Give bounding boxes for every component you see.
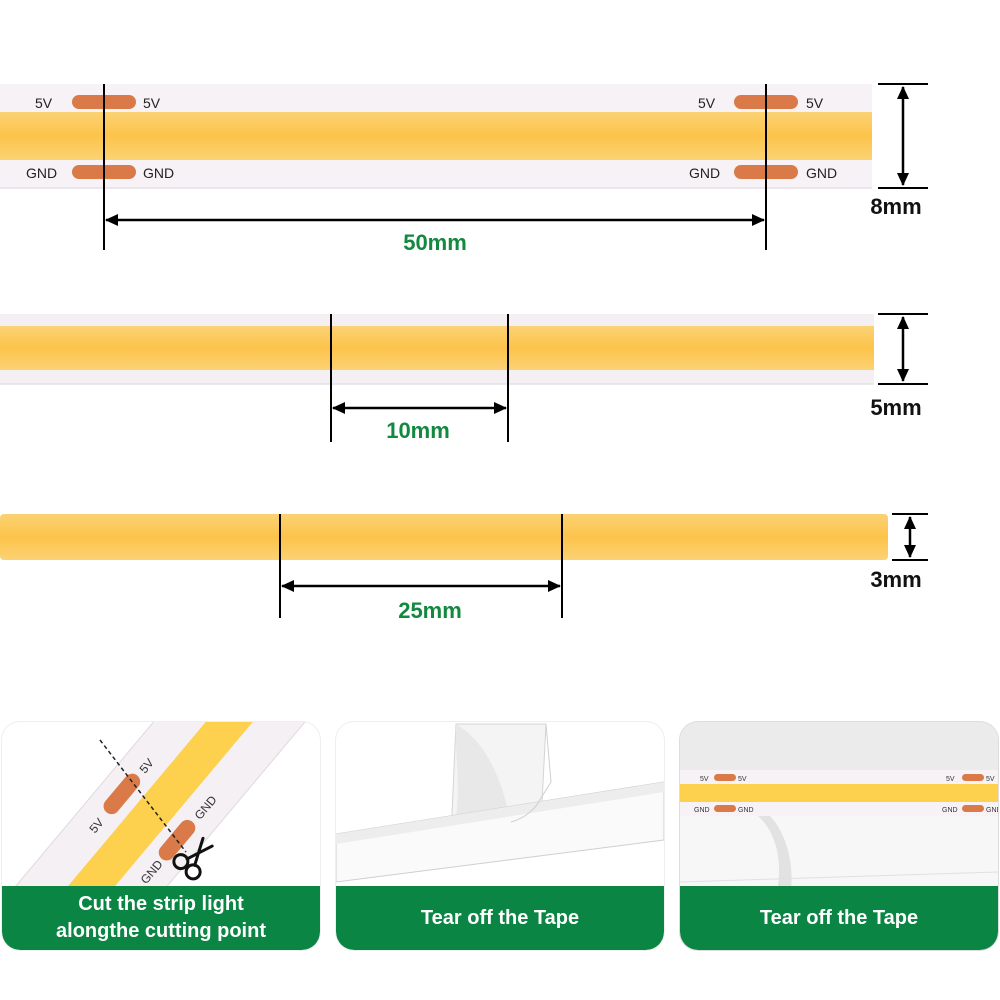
tape-illustration [336,723,664,883]
width-label: 5mm [870,395,921,420]
length-label: 25mm [398,598,462,623]
label-gnd: GND [689,165,720,181]
step-tear-tape-panel: Tear off the Tape [336,722,664,950]
step-caption: Tear off the Tape [680,886,998,950]
inset-label-gnd: GND [942,807,958,814]
caption-line: Tear off the Tape [759,906,919,929]
inset-label-5v: 5V [700,776,709,783]
strip-3mm: 25mm 3mm [0,513,928,623]
inset-label-5v: 5V [738,776,747,783]
cutting-point-line [99,739,187,853]
width-label: 8mm [870,194,921,219]
inset-label-5v: 5V [986,776,995,783]
length-label: 10mm [386,418,450,443]
caption-line: alongthe cutting point [56,920,266,942]
label-5v: 5V [35,95,53,111]
inset-label-gnd: GND [986,807,998,814]
step-cut-panel: 5V 5V GND GND Cut the strip light alongt… [2,722,320,950]
label-5v: 5V [143,95,161,111]
strip-5mm: 10mm 5mm [0,313,928,443]
strip-3mm-led-band [0,514,888,560]
step-tear-tape-strip-panel: 5V 5V 5V 5V GND GND GND GND Tear off the… [680,722,998,950]
label-gnd: GND [26,165,57,181]
label-5v: 5V [698,95,716,111]
label-gnd: GND [143,165,174,181]
inset-label-gnd: GND [738,807,754,814]
caption-line: Tear off the Tape [420,906,580,929]
strip-8mm-led-band [0,112,872,160]
dimension-diagram: 5V 5V 5V 5V GND GND GND GND 50mm 8mm 10m… [0,83,928,623]
caption-line: Cut the strip light [78,893,244,915]
strip-8mm: 5V 5V 5V 5V GND GND GND GND 50mm 8mm [0,83,928,255]
step-caption: Cut the strip light alongthe cutting poi… [2,886,320,950]
label-gnd: GND [806,165,837,181]
step-caption: Tear off the Tape [336,886,664,950]
inset-label-5v: 5V [946,776,955,783]
strip-5mm-led-band [0,326,874,370]
length-label: 50mm [403,230,467,255]
inset-label-gnd: GND [694,807,710,814]
width-label: 3mm [870,567,921,592]
scissors-icon [172,836,214,881]
label-5v: 5V [806,95,824,111]
